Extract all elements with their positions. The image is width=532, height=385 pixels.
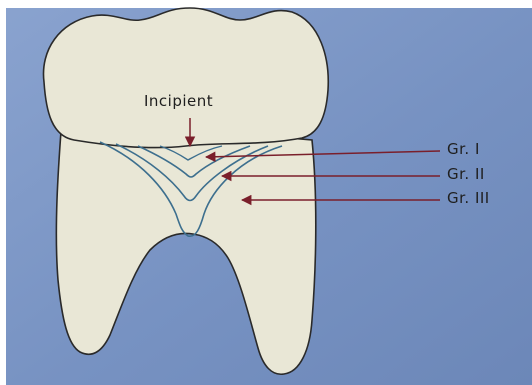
grade-2-label: Gr. II xyxy=(447,165,485,183)
white-frame-top xyxy=(0,0,532,8)
incipient-label: Incipient xyxy=(144,92,213,110)
grade-1-label: Gr. I xyxy=(447,140,480,158)
grade-3-label: Gr. III xyxy=(447,189,490,207)
white-frame-left xyxy=(0,0,6,385)
tooth-crown xyxy=(43,8,328,148)
